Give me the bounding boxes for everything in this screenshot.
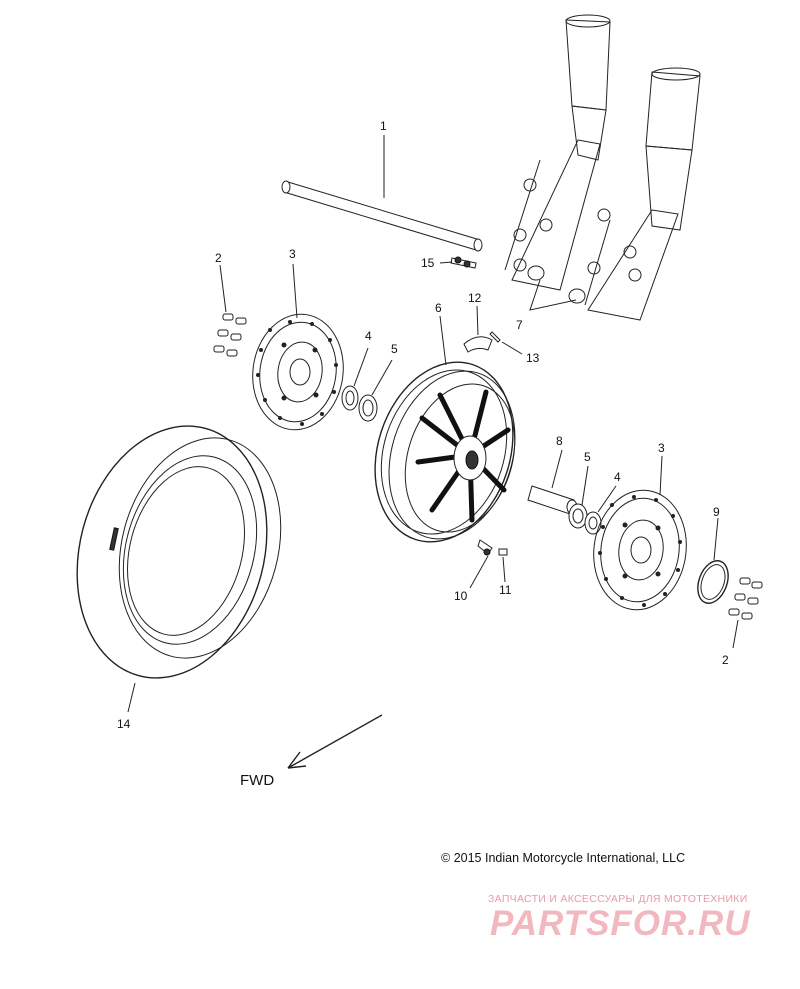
bearing-left xyxy=(358,359,393,422)
brake-rotor-right xyxy=(593,455,687,611)
valve-stem xyxy=(469,539,493,589)
callout-4-right: 4 xyxy=(614,470,621,484)
copyright-notice: © 2015 Indian Motorcycle International, … xyxy=(441,851,685,865)
brake-rotor-left xyxy=(252,263,344,431)
callout-5-right: 5 xyxy=(584,450,591,464)
callout-1: 1 xyxy=(380,119,387,133)
seal-left xyxy=(341,347,369,411)
callout-9: 9 xyxy=(713,505,720,519)
callout-12: 12 xyxy=(468,291,482,305)
tone-ring xyxy=(697,517,729,604)
forward-label: FWD xyxy=(240,772,274,789)
callout-11: 11 xyxy=(499,583,512,597)
fork-spacer xyxy=(527,265,586,311)
callout-3: 3 xyxy=(289,247,296,261)
pinch-bolt xyxy=(439,256,477,269)
callout-5: 5 xyxy=(391,342,398,356)
callout-6: 6 xyxy=(435,301,442,315)
callout-14: 14 xyxy=(117,717,131,731)
rotor-bolts-right xyxy=(728,577,763,649)
wheel-spacer xyxy=(527,449,578,515)
front-tire xyxy=(76,425,282,713)
front-axle xyxy=(281,135,483,252)
copyright-text: 2015 Indian Motorcycle International, LL… xyxy=(453,851,686,865)
callout-15: 15 xyxy=(421,256,435,270)
copyright-symbol: © xyxy=(441,851,451,865)
callout-13: 13 xyxy=(526,351,540,365)
valve-cap-small xyxy=(498,548,508,583)
forward-arrow xyxy=(287,714,383,769)
screw xyxy=(489,331,523,355)
callout-10: 10 xyxy=(454,589,468,603)
callout-8: 8 xyxy=(556,434,563,448)
front-fork-right xyxy=(584,67,701,321)
callout-7: 7 xyxy=(516,318,523,332)
callout-2: 2 xyxy=(215,251,222,265)
front-fork-left xyxy=(504,14,611,291)
watermark-logo: PARTSFOR.RU xyxy=(490,904,751,943)
callout-4: 4 xyxy=(365,329,372,343)
callout-3-right: 3 xyxy=(658,441,665,455)
callout-2-right: 2 xyxy=(722,653,729,667)
seal-right xyxy=(584,485,617,535)
valve-cap xyxy=(463,305,493,353)
rotor-bolts-left xyxy=(213,264,247,357)
front-wheel xyxy=(374,315,516,543)
watermark-tagline: ЗАПЧАСТИ И АКСЕССУАРЫ ДЛЯ МОТОТЕХНИКИ xyxy=(488,893,748,905)
